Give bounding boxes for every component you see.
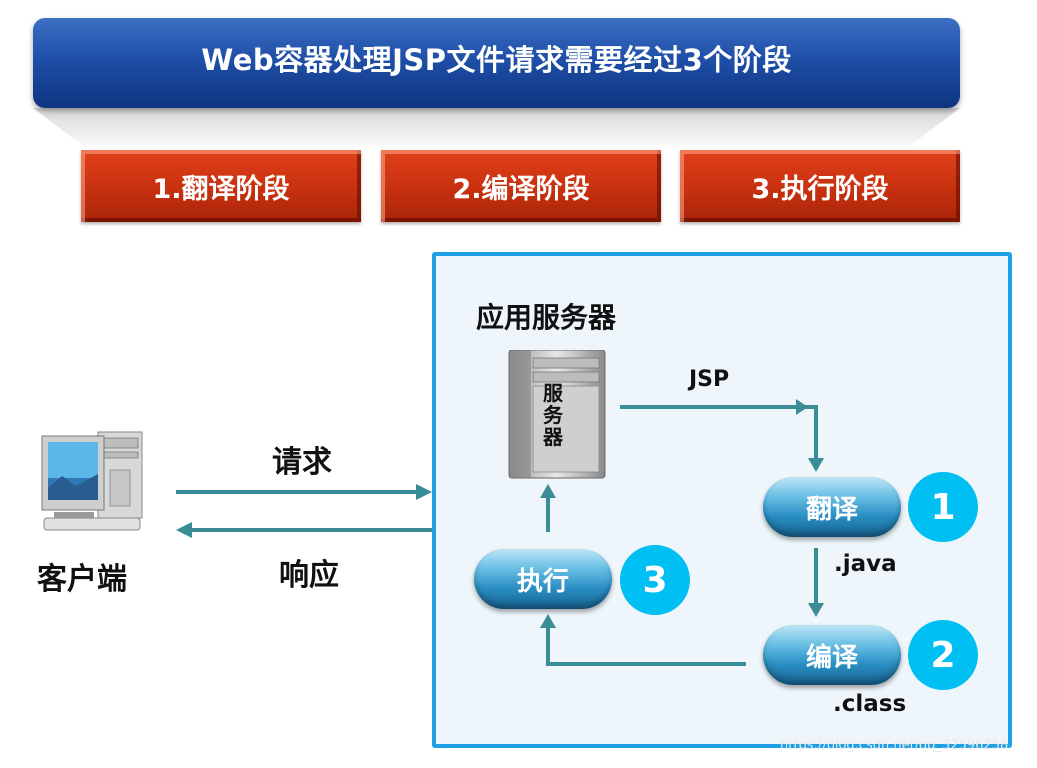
watermark: https://blog.csdn.net/qq_32596258 bbox=[780, 738, 1009, 753]
execute-step-number: 3 bbox=[620, 545, 690, 615]
stage-translate-label: 1.翻译阶段 bbox=[152, 173, 290, 205]
request-label: 请求 bbox=[272, 445, 332, 480]
translate-step: 翻译 bbox=[763, 477, 901, 537]
server-label: 服务器 bbox=[543, 381, 563, 449]
compile-step-label: 编译 bbox=[805, 642, 858, 673]
client-computer-icon bbox=[41, 431, 143, 531]
class-arrow bbox=[546, 628, 746, 666]
stage-compile-label: 2.编译阶段 bbox=[452, 173, 590, 205]
translate-step-label: 翻译 bbox=[805, 494, 858, 525]
execute-step-label: 执行 bbox=[516, 566, 569, 597]
java-label: .java bbox=[834, 551, 897, 577]
stage-execute-label: 3.执行阶段 bbox=[751, 173, 889, 205]
execute-step: 执行 bbox=[474, 549, 612, 609]
jsp-arrow bbox=[620, 405, 818, 460]
stage-execute: 3.执行阶段 bbox=[680, 150, 960, 222]
panel-title: 应用服务器 bbox=[476, 301, 617, 334]
diagram-title: Web容器处理JSP文件请求需要经过3个阶段 bbox=[201, 43, 792, 77]
server-tower-icon bbox=[508, 350, 606, 479]
execute-number-text: 3 bbox=[642, 559, 668, 601]
response-label: 响应 bbox=[279, 558, 339, 593]
compile-step: 编译 bbox=[763, 625, 901, 685]
stage-compile: 2.编译阶段 bbox=[381, 150, 661, 222]
compile-number-text: 2 bbox=[930, 634, 956, 676]
jsp-label: JSP bbox=[689, 367, 730, 392]
title-banner: Web容器处理JSP文件请求需要经过3个阶段 bbox=[33, 18, 960, 108]
compile-step-number: 2 bbox=[908, 620, 978, 690]
client-label: 客户端 bbox=[37, 562, 127, 597]
translate-step-number: 1 bbox=[908, 472, 978, 542]
title-banner-shadow bbox=[33, 108, 960, 150]
class-label: .class bbox=[833, 691, 907, 717]
translate-number-text: 1 bbox=[930, 486, 956, 528]
stage-translate: 1.翻译阶段 bbox=[81, 150, 361, 222]
